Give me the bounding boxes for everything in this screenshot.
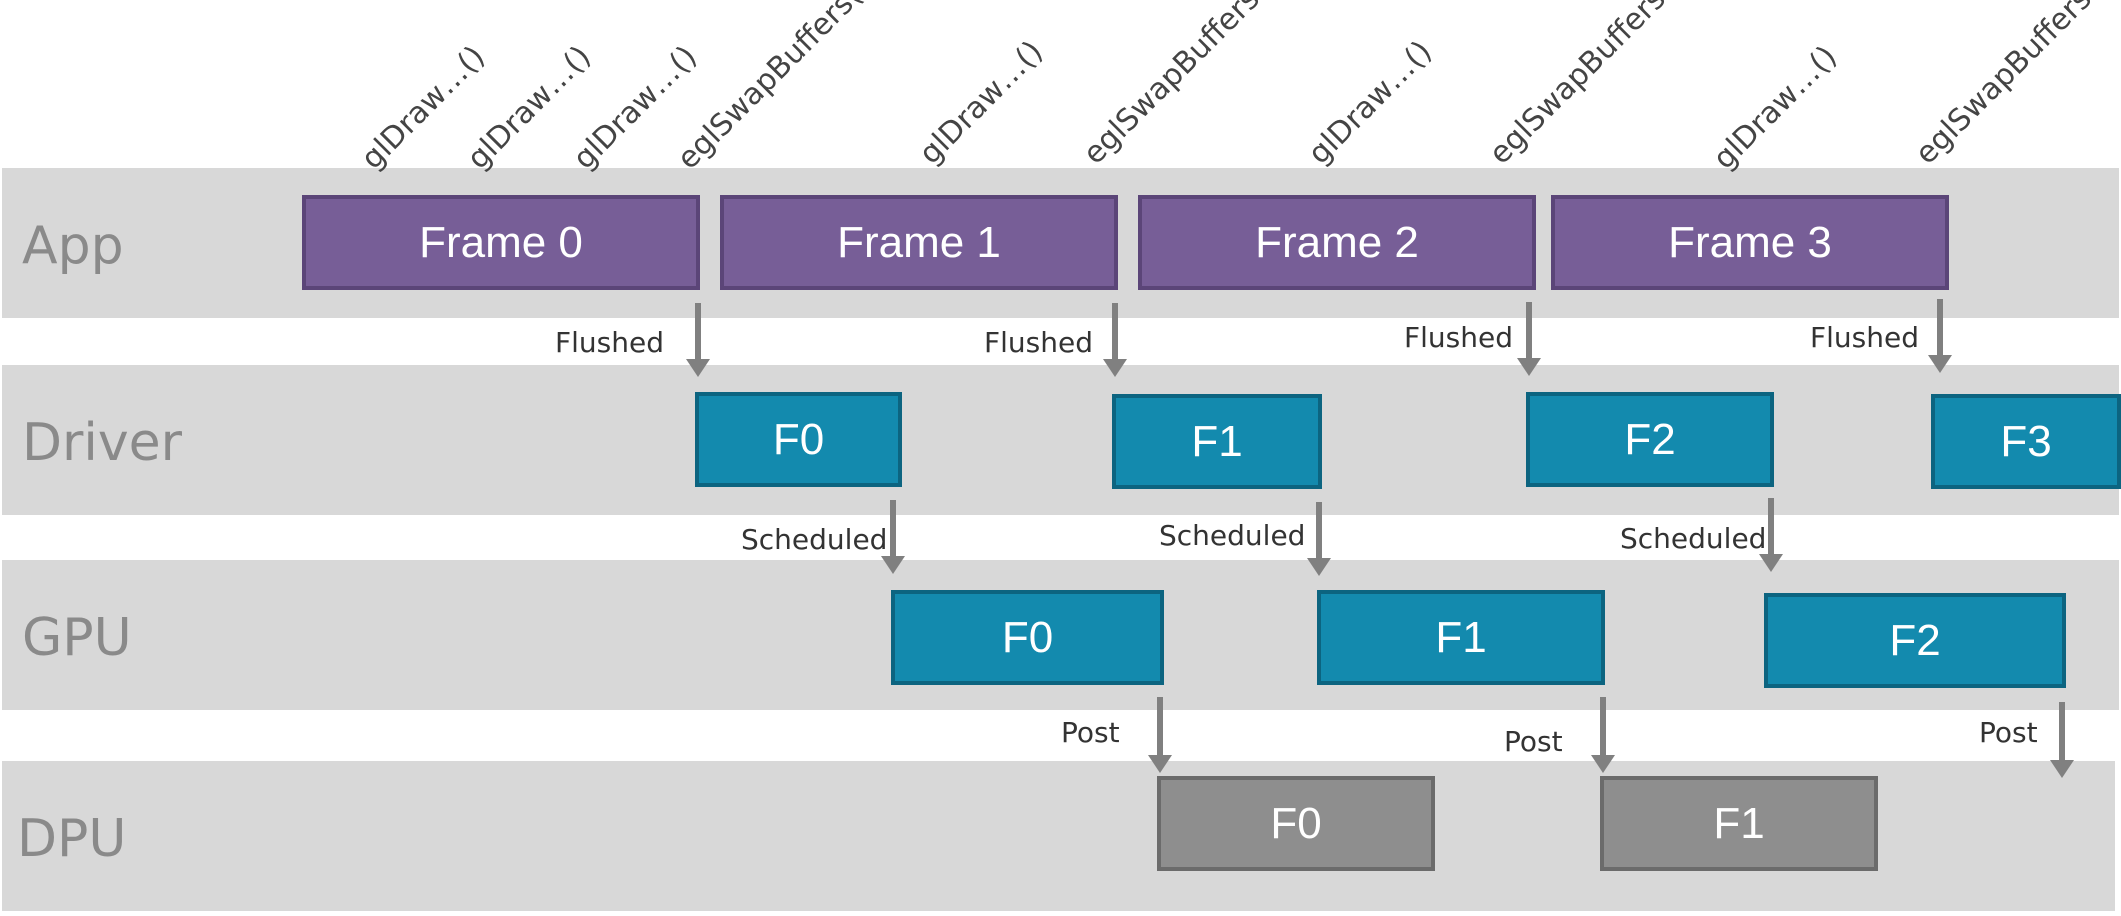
driver-lane <box>2 365 2119 515</box>
app-frame-box: Frame 1 <box>720 195 1118 290</box>
call-label: eglSwapBuffers() <box>1482 0 1690 172</box>
driver-frame-box: F2 <box>1526 392 1774 487</box>
flushed-label: Flushed <box>555 326 664 359</box>
post-arrow <box>1148 697 1172 773</box>
post-label: Post <box>1979 716 2038 749</box>
flushed-arrow <box>1928 299 1952 373</box>
scheduled-label: Scheduled <box>1620 522 1767 555</box>
gpu-frame-box: F1 <box>1317 590 1605 685</box>
flushed-arrow <box>686 303 710 377</box>
app-frame-box: Frame 3 <box>1551 195 1949 290</box>
flushed-arrow <box>1517 302 1541 376</box>
dpu-frame-box: F0 <box>1157 776 1435 871</box>
scheduled-arrow <box>1759 498 1783 572</box>
driver-frame-box: F1 <box>1112 394 1322 489</box>
call-label: glDraw…() <box>912 34 1050 172</box>
flushed-arrow <box>1103 303 1127 377</box>
driver-frame-box: F0 <box>695 392 902 487</box>
flushed-label: Flushed <box>984 326 1093 359</box>
lane-label-gpu: GPU <box>22 608 132 668</box>
call-label: glDraw…() <box>1706 39 1844 177</box>
lane-label-dpu: DPU <box>17 809 127 869</box>
app-frame-box: Frame 2 <box>1138 195 1536 290</box>
driver-frame-box: F3 <box>1931 394 2121 489</box>
gpu-frame-box: F2 <box>1764 593 2066 688</box>
call-label: eglSwapBuffers() <box>1908 0 2116 172</box>
post-arrow <box>1591 697 1615 773</box>
lane-label-app: App <box>22 216 124 276</box>
scheduled-arrow <box>881 500 905 574</box>
call-label: eglSwapBuffers() <box>670 0 878 177</box>
scheduled-arrow <box>1307 502 1331 576</box>
gpu-frame-box: F0 <box>891 590 1164 685</box>
post-label: Post <box>1504 725 1563 758</box>
call-label: glDraw…() <box>1301 34 1439 172</box>
flushed-label: Flushed <box>1404 321 1513 354</box>
app-frame-box: Frame 0 <box>302 195 700 290</box>
post-arrow <box>2050 702 2074 778</box>
scheduled-label: Scheduled <box>1159 519 1306 552</box>
lane-label-driver: Driver <box>22 413 183 473</box>
call-label: eglSwapBuffers() <box>1076 0 1284 172</box>
dpu-frame-box: F1 <box>1600 776 1878 871</box>
post-label: Post <box>1061 716 1120 749</box>
scheduled-label: Scheduled <box>741 523 888 556</box>
flushed-label: Flushed <box>1810 321 1919 354</box>
